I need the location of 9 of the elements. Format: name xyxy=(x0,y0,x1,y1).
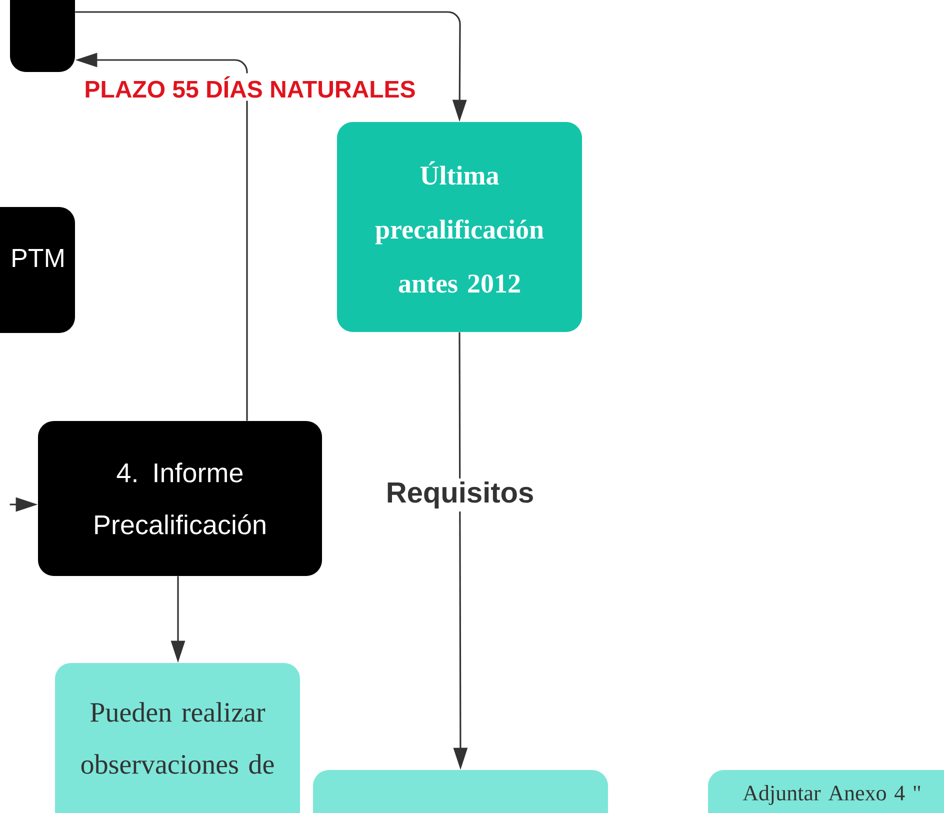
process-box xyxy=(10,0,75,72)
process-box: Última precalificación antes 2012 xyxy=(337,122,582,332)
process-box: Pueden realizar observaciones de xyxy=(55,663,300,813)
process-box: PTM xyxy=(0,207,75,333)
edge-label: Requisitos xyxy=(382,478,538,512)
process-box: 4. Informe Precalificación xyxy=(38,421,322,576)
process-box: Adjuntar Anexo 4 " xyxy=(708,770,944,813)
process-box xyxy=(313,770,608,813)
edge-label: PLAZO 55 DÍAS NATURALES xyxy=(81,73,419,101)
